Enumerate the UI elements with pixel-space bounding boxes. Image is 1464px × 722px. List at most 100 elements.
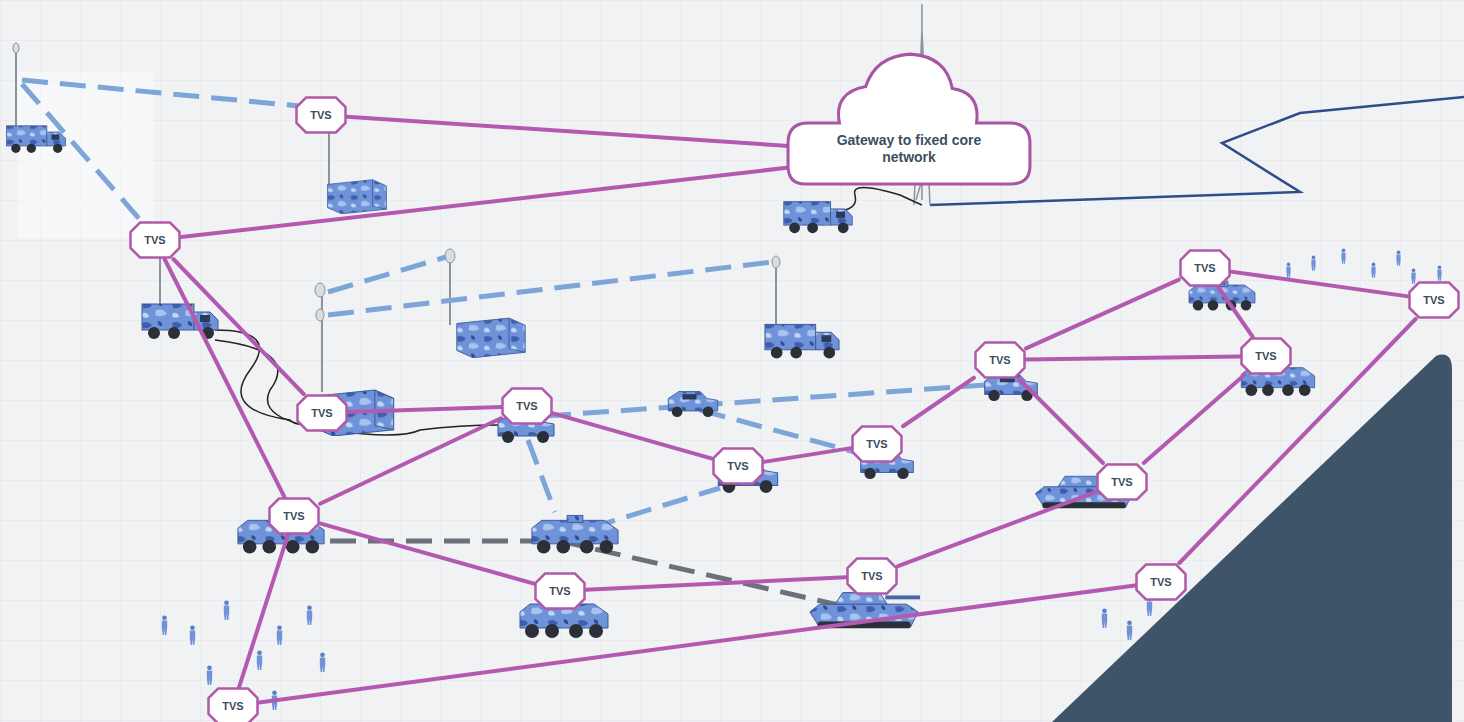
tvs-octagon: TVS [534, 572, 586, 610]
antenna-dishes [13, 43, 780, 321]
antenna-dishes-part [445, 249, 455, 263]
tvs-link [586, 577, 846, 590]
radio-links-part [328, 262, 772, 315]
node-label: TVS [712, 460, 764, 472]
soldiers-part [1371, 263, 1375, 278]
soldiers-part [1437, 266, 1441, 281]
cloud-shape [788, 54, 1030, 184]
node-label: TVS [207, 700, 259, 712]
antenna-dishes-part [316, 309, 324, 321]
soldiers-part [1396, 251, 1400, 266]
vehicles [7, 126, 1315, 638]
tvs-link [239, 535, 288, 687]
node-label: TVS [1096, 476, 1148, 488]
radio-links-part [545, 385, 985, 416]
node-label: TVS [851, 438, 903, 450]
soldiers-part [277, 625, 282, 644]
tvs-link [1179, 319, 1415, 563]
tvs-link [173, 259, 303, 394]
node-label: TVS [129, 234, 181, 246]
tvs-link [181, 168, 789, 237]
soldiers-part [207, 665, 212, 684]
node-label: TVS [1408, 294, 1460, 306]
tvs-octagon: TVS [207, 687, 259, 722]
soldiers-part [162, 615, 167, 634]
tvs-link [1026, 356, 1240, 359]
node-label: TVS [534, 585, 586, 597]
soldiers-part [272, 690, 277, 709]
radio-links-part [590, 488, 720, 528]
backdrop-panel-part [1052, 355, 1452, 722]
tvs-octagon: TVS [712, 447, 764, 485]
vehicles-part [457, 318, 525, 358]
node-label: TVS [268, 510, 320, 522]
tvs-link [1231, 272, 1408, 297]
masts [16, 48, 776, 392]
tvs-octagon: TVS [1135, 563, 1187, 601]
tvs-link [898, 492, 1096, 566]
backdrop-panel [1052, 355, 1452, 722]
masts-part [15, 48, 17, 130]
node-label: TVS [1240, 350, 1292, 362]
tvs-link [1218, 287, 1253, 337]
soldiers-part [257, 650, 262, 669]
cables-part [215, 340, 500, 435]
antenna-dishes-part [772, 256, 780, 268]
masts-part [775, 262, 777, 325]
cables-part [820, 188, 922, 212]
soldiers-part [1311, 256, 1315, 271]
soldiers-part [1286, 263, 1290, 278]
cable-link [330, 541, 860, 610]
tvs-octagon: TVS [1408, 281, 1460, 319]
cloud-outline [783, 46, 1035, 188]
soldiers-part [1411, 269, 1415, 284]
tvs-link [1019, 379, 1103, 463]
cloud-text-block: Gateway to fixed core network [811, 132, 1007, 166]
node-label: TVS [501, 400, 553, 412]
masts-part [321, 290, 323, 392]
radio-links-part [528, 440, 555, 512]
tvs-link [347, 117, 789, 146]
soldiers-part [1102, 608, 1107, 627]
vehicles-part [784, 202, 852, 234]
vehicles-part [668, 392, 717, 418]
node-label: TVS [295, 109, 347, 121]
tvs-link [348, 407, 501, 412]
radio-links-part [328, 257, 446, 292]
tvs-octagon: TVS [846, 557, 898, 595]
tvs-link [165, 259, 285, 497]
radio-links-part [22, 84, 142, 222]
tvs-octagon: TVS [851, 425, 903, 463]
tvs-octagon: TVS [129, 221, 181, 259]
radio-links-part [700, 410, 855, 452]
antenna-dishes-part [315, 283, 325, 297]
antenna-dishes-part [13, 43, 19, 53]
tvs-link [259, 585, 1135, 702]
vehicles-part [142, 304, 218, 339]
soldiers-part [1341, 249, 1345, 264]
soldiers-part [1127, 620, 1132, 639]
soldiers-part [224, 600, 229, 619]
tvs-octagon: TVS [974, 341, 1026, 379]
highlight-area-part [18, 72, 153, 238]
radio-links-part [22, 80, 300, 106]
cables [215, 188, 922, 436]
highlight-area [18, 72, 153, 238]
tvs-link [320, 418, 501, 503]
node-label: TVS [974, 354, 1026, 366]
tvs-link [764, 448, 851, 462]
tvs-octagon: TVS [295, 96, 347, 134]
gateway-label: Gateway to fixed core network [811, 132, 1007, 166]
tvs-octagon: TVS [1096, 463, 1148, 501]
tvs-link [1144, 375, 1245, 463]
node-label: TVS [1135, 576, 1187, 588]
tvs-link [553, 413, 712, 458]
soldiers-part [307, 605, 312, 624]
soldiers-part [320, 652, 325, 671]
tvs-link [1026, 280, 1179, 349]
vehicles-part [532, 515, 618, 553]
node-label: TVS [846, 570, 898, 582]
cable-link-part [330, 541, 860, 610]
